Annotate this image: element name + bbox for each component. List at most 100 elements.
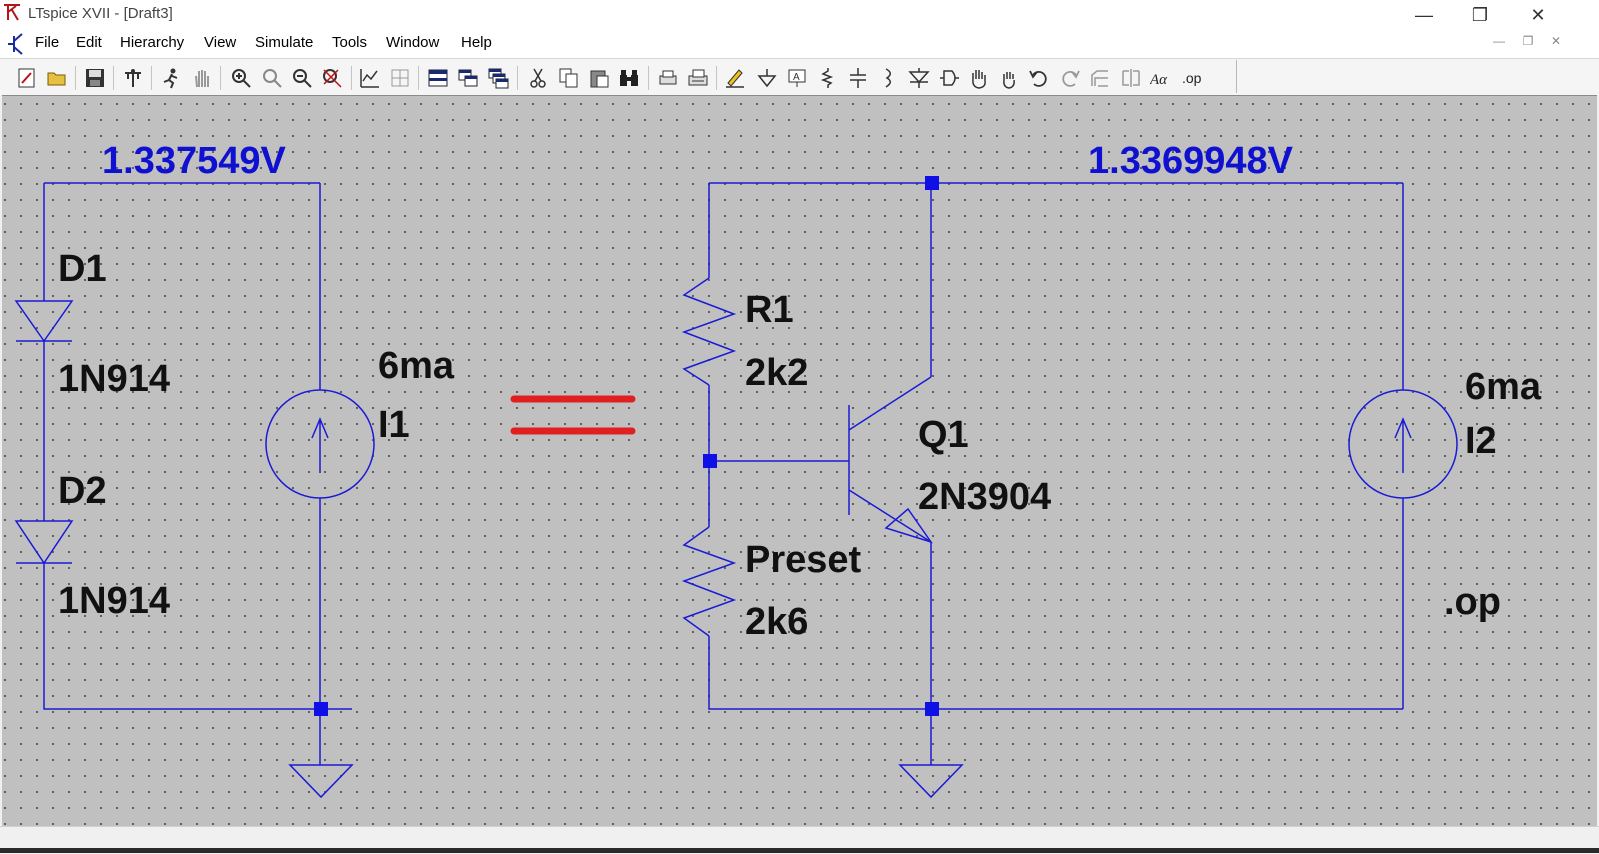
plot-grid-icon[interactable] (389, 67, 411, 89)
i2-value[interactable]: 6ma (1465, 366, 1542, 408)
menu-hierarchy[interactable]: Hierarchy (120, 34, 185, 51)
zoom-in-icon[interactable] (230, 67, 252, 89)
label-net-icon[interactable]: A (786, 67, 808, 89)
toolbar-separator (648, 66, 649, 90)
restore-button[interactable]: ❐ (1471, 4, 1489, 25)
menu-simulate[interactable]: Simulate (255, 34, 314, 51)
schematic-canvas[interactable]: 1.337549V D1 1N914 D2 1N914 6ma I1 1.336… (2, 95, 1597, 826)
menu-window[interactable]: Window (386, 34, 440, 51)
toolbar-separator (220, 66, 221, 90)
inductor-icon[interactable] (877, 67, 899, 89)
mdi-minimize-button[interactable]: — (1493, 34, 1505, 48)
preset-value[interactable]: 2k6 (745, 601, 808, 643)
print-icon[interactable] (687, 67, 709, 89)
run-icon[interactable] (160, 67, 182, 89)
current-source-i1[interactable] (265, 389, 375, 499)
spice-directive-icon[interactable]: .op (1181, 67, 1209, 89)
capacitor-icon[interactable] (847, 67, 869, 89)
new-schematic-icon[interactable] (16, 67, 38, 89)
junction-node[interactable] (314, 702, 328, 716)
toolbar-separator (517, 66, 518, 90)
mdi-close-button[interactable]: ✕ (1550, 34, 1562, 48)
rotate-icon[interactable] (1089, 67, 1111, 89)
find-binoculars-icon[interactable] (618, 67, 640, 89)
diode-d1[interactable] (14, 300, 74, 343)
draw-wire-pencil-icon[interactable] (724, 67, 746, 89)
component-icon[interactable] (938, 67, 960, 89)
schematic-drawing[interactable]: 1.337549V D1 1N914 D2 1N914 6ma I1 1.336… (2, 96, 1597, 826)
zoom-out-icon[interactable] (291, 67, 313, 89)
close-button[interactable]: ✕ (1530, 4, 1546, 25)
menu-help[interactable]: Help (461, 34, 492, 51)
window-title: LTspice XVII - [Draft3] (28, 5, 173, 22)
preset-name[interactable]: Preset (745, 539, 862, 581)
d2-model[interactable]: 1N914 (58, 580, 170, 622)
title-bar: LTspice XVII - [Draft3] — ❐ ✕ (0, 0, 1599, 30)
text-icon[interactable]: Aα (1150, 67, 1172, 89)
mdi-restore-button[interactable]: ❐ (1522, 34, 1534, 48)
ground-icon[interactable] (756, 67, 778, 89)
copy-icon[interactable] (558, 67, 580, 89)
open-folder-icon[interactable] (46, 67, 68, 89)
paste-icon[interactable] (588, 67, 610, 89)
tile-vertical-icon[interactable] (457, 67, 479, 89)
toolbar-panel: A Aα .op (3, 60, 1237, 93)
current-source-i2[interactable] (1348, 389, 1458, 499)
save-icon[interactable] (84, 67, 106, 89)
r1-name[interactable]: R1 (745, 289, 794, 331)
resistor-icon[interactable] (816, 67, 838, 89)
junction-node[interactable] (925, 702, 939, 716)
wire[interactable] (708, 636, 1403, 710)
d1-model[interactable]: 1N914 (58, 358, 170, 400)
toolbar-separator (113, 66, 114, 90)
toolbar-separator (75, 66, 76, 90)
q1-model[interactable]: 2N3904 (918, 476, 1051, 518)
svg-text:A: A (793, 72, 800, 83)
q1-name[interactable]: Q1 (918, 414, 969, 456)
cascade-icon[interactable] (487, 67, 509, 89)
d2-name[interactable]: D2 (58, 470, 107, 512)
diode-d2[interactable] (14, 520, 74, 565)
menu-file[interactable]: File (35, 34, 60, 51)
drag-hand-icon[interactable] (998, 67, 1020, 89)
tile-horizontal-icon[interactable] (427, 67, 449, 89)
print-preview-icon[interactable] (657, 67, 679, 89)
transistor-q1[interactable] (848, 376, 933, 544)
i2-name[interactable]: I2 (1465, 420, 1497, 462)
d1-name[interactable]: D1 (58, 248, 107, 290)
halt-hand-icon[interactable] (191, 67, 213, 89)
move-hand-icon[interactable] (968, 67, 990, 89)
op-directive[interactable]: .op (1444, 581, 1501, 623)
minimize-button[interactable]: — (1415, 4, 1433, 25)
plot-autorange-icon[interactable] (359, 67, 381, 89)
junction-node[interactable] (703, 454, 717, 468)
i1-value[interactable]: 6ma (378, 345, 455, 387)
ground-symbol[interactable] (288, 764, 354, 799)
diode-icon[interactable] (908, 67, 930, 89)
resistor-r1[interactable] (681, 277, 737, 386)
menu-tools[interactable]: Tools (332, 34, 368, 51)
zoom-pan-icon[interactable] (261, 67, 283, 89)
cut-icon[interactable] (527, 67, 549, 89)
equals-sign (510, 395, 636, 435)
wire[interactable] (43, 563, 352, 710)
r1-value[interactable]: 2k2 (745, 352, 808, 394)
toolbar-separator (351, 66, 352, 90)
ltspice-logo-icon (4, 4, 20, 21)
i1-name[interactable]: I1 (378, 404, 410, 446)
ground-symbol[interactable] (898, 764, 964, 799)
taskbar-edge (0, 848, 1599, 853)
control-panel-icon[interactable] (122, 67, 144, 89)
toolbar: A Aα .op (0, 58, 1599, 95)
menu-view[interactable]: View (204, 34, 237, 51)
junction-node[interactable] (925, 176, 939, 190)
menu-edit[interactable]: Edit (76, 34, 102, 51)
zoom-fit-icon[interactable] (321, 67, 343, 89)
redo-icon[interactable] (1059, 67, 1081, 89)
toolbar-separator (418, 66, 419, 90)
node-voltage-left: 1.337549V (102, 140, 286, 182)
resistor-preset[interactable] (681, 526, 737, 637)
transistor-icon[interactable] (6, 32, 24, 56)
mirror-icon[interactable] (1120, 67, 1142, 89)
undo-icon[interactable] (1028, 67, 1050, 89)
